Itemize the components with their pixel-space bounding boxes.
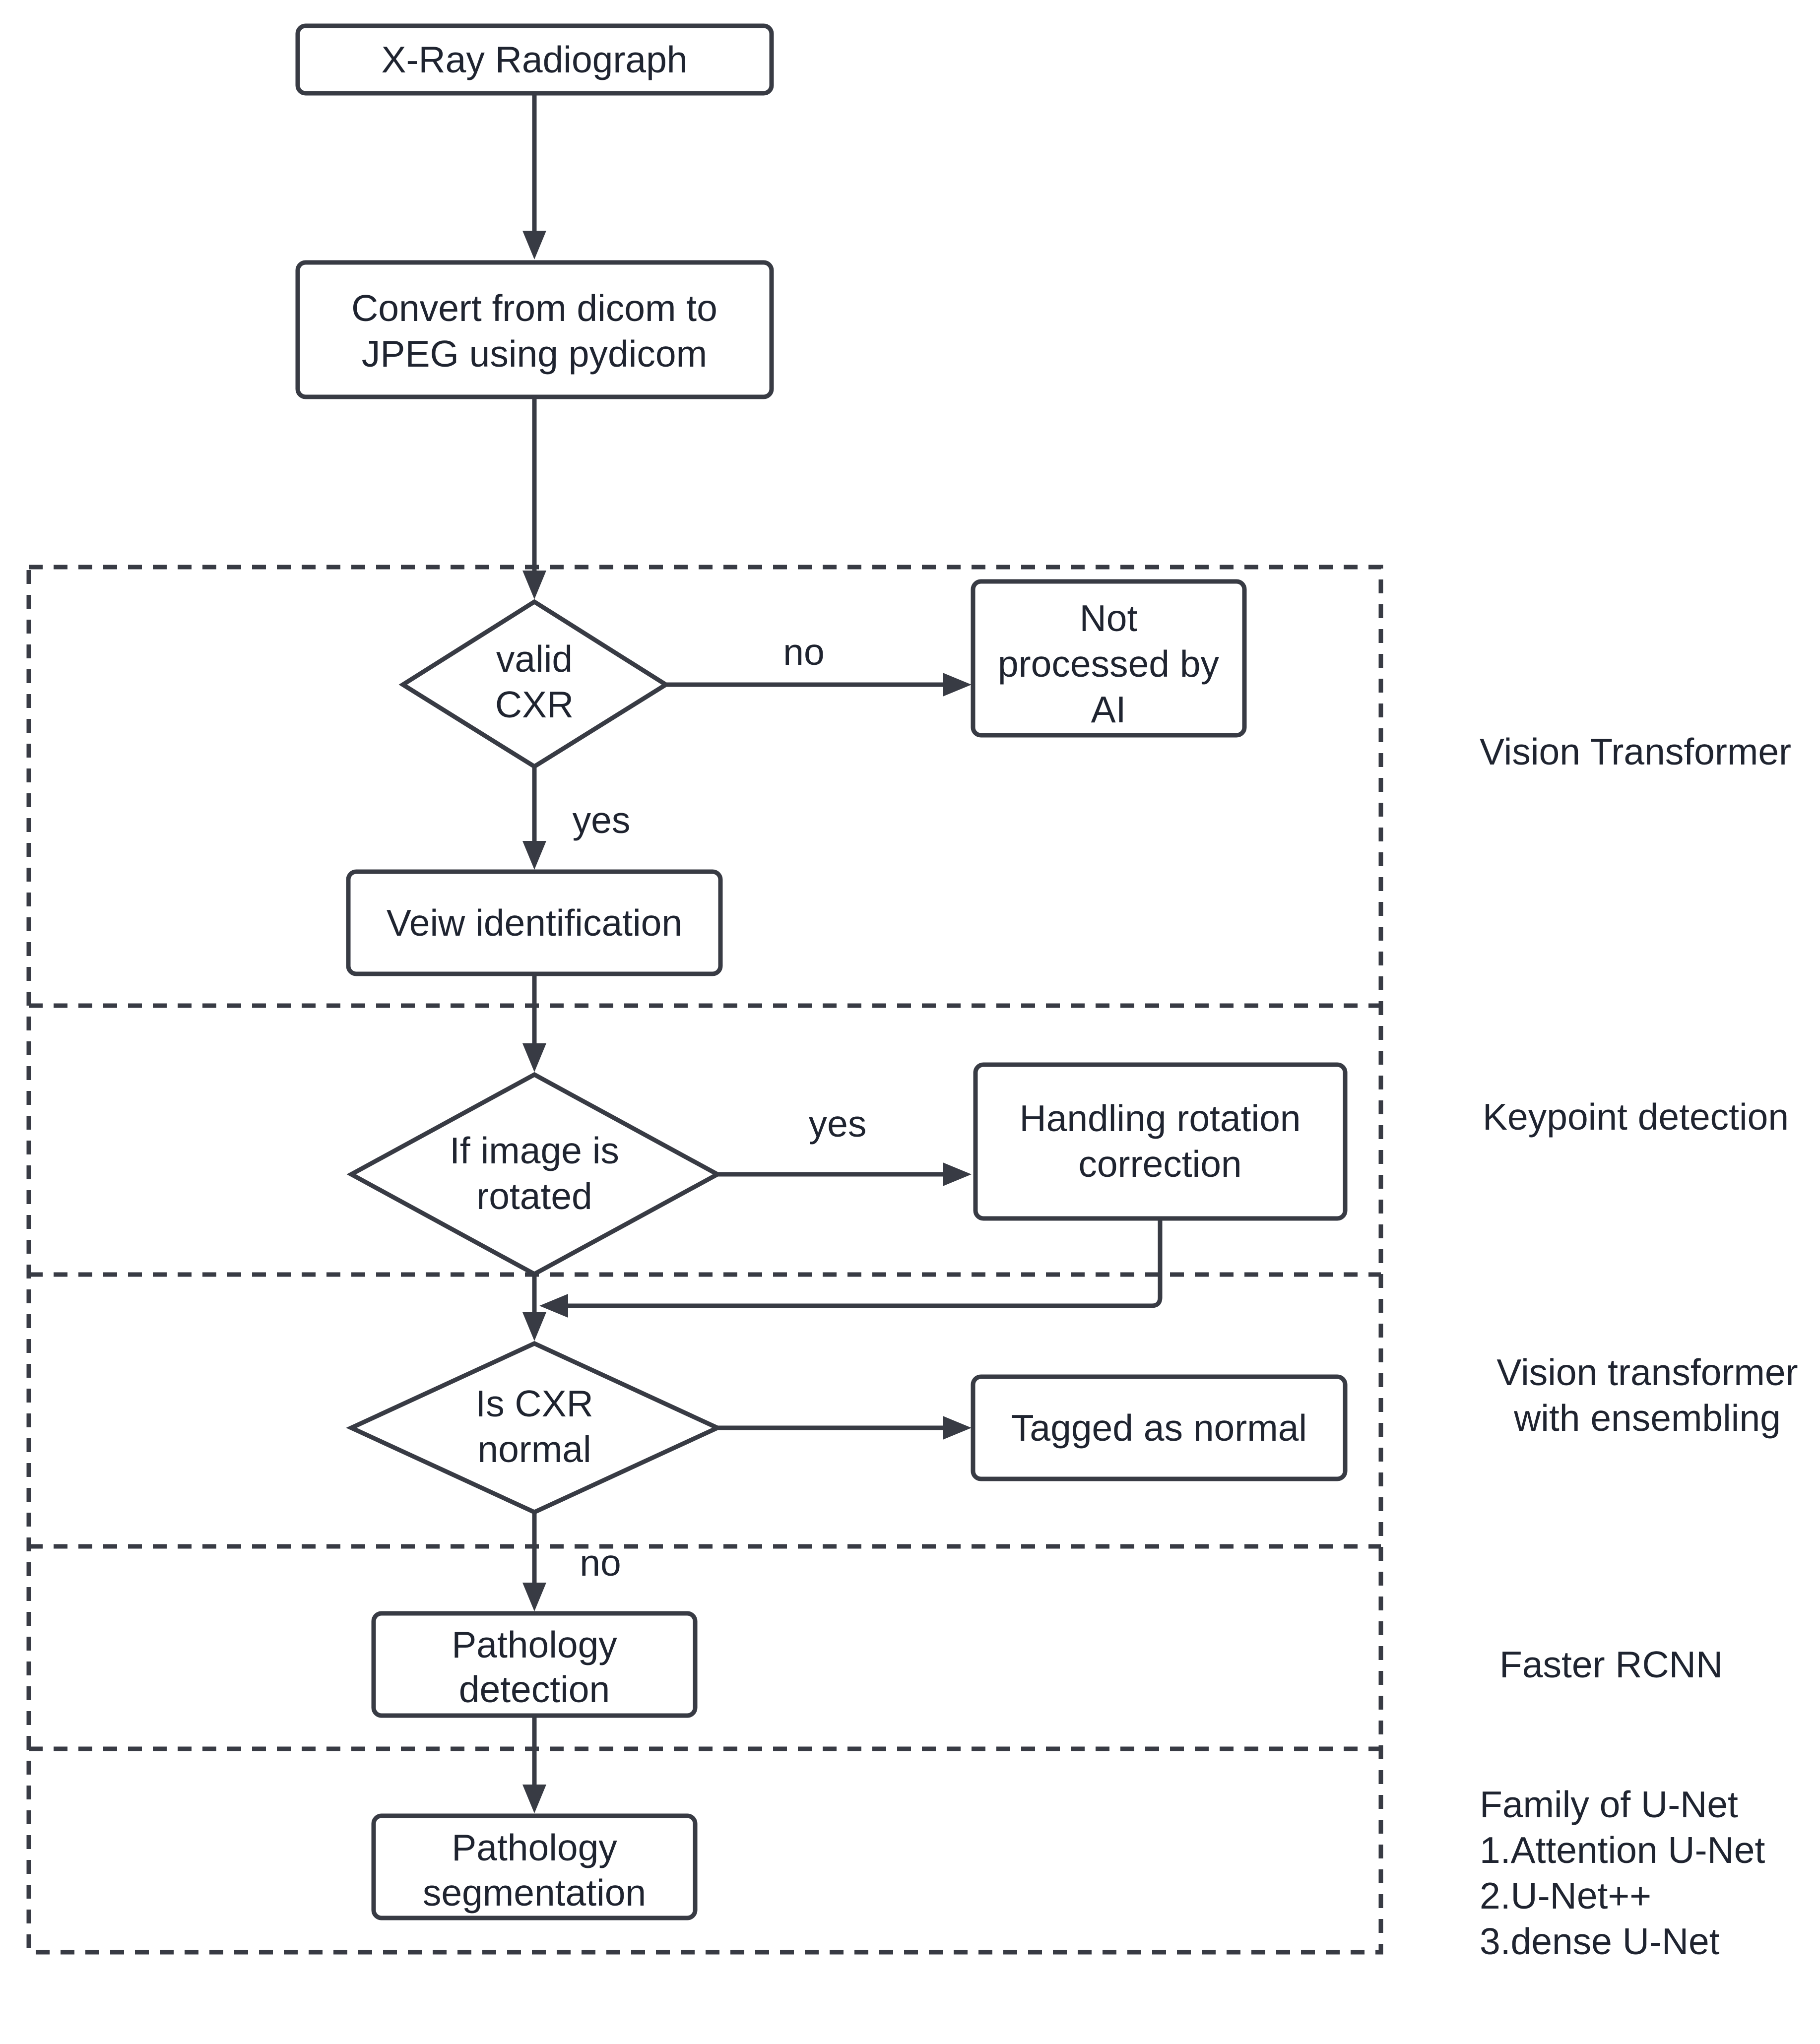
stage-boundaries bbox=[26, 565, 1383, 1955]
stage-label-vision-transformer-ensembling: with ensembling bbox=[1513, 1397, 1781, 1439]
tagged-normal-box bbox=[971, 1374, 1348, 1481]
arrow-head-icon bbox=[943, 673, 972, 697]
convert-dicom-label: JPEG using pydicom bbox=[362, 333, 707, 375]
stage-labels: Vision Transformer Keypoint detection Vi… bbox=[1480, 731, 1798, 1962]
edge-labels: no yes yes no bbox=[573, 631, 867, 1584]
arrow-head-icon bbox=[522, 841, 546, 870]
valid-cxr-label: CXR bbox=[495, 684, 574, 725]
is-normal-decision bbox=[346, 1341, 723, 1515]
nodes: X-Ray Radiograph Convert from dicom to J… bbox=[295, 23, 1348, 1920]
connectors bbox=[522, 93, 1163, 1813]
stage-label-unet-family: Family of U-Net bbox=[1480, 1784, 1738, 1825]
not-processed-label: processed by bbox=[998, 643, 1220, 685]
rotation-correction-box bbox=[973, 1062, 1348, 1221]
arrow-head-icon bbox=[943, 1162, 972, 1186]
valid-cxr-decision bbox=[398, 599, 670, 769]
is-normal-label: Is CXR bbox=[475, 1383, 593, 1424]
stage-label-unet-family: 3.dense U-Net bbox=[1480, 1920, 1720, 1962]
arrow-head-icon bbox=[522, 1785, 546, 1813]
rotation-correction-label: Handling rotation bbox=[1019, 1097, 1300, 1139]
if-rotated-label: If image is bbox=[450, 1130, 619, 1171]
view-identification-label: Veiw identification bbox=[387, 902, 682, 944]
pathology-detection-label: detection bbox=[459, 1668, 610, 1710]
arrow-head-icon bbox=[943, 1416, 972, 1440]
pathology-segmentation-box bbox=[371, 1813, 698, 1920]
stage-label-vision-transformer: Vision Transformer bbox=[1480, 731, 1791, 772]
stage-label-unet-family: 1.Attention U-Net bbox=[1480, 1829, 1765, 1871]
edge-label-normal-no: no bbox=[580, 1542, 621, 1584]
not-processed-label: AI bbox=[1091, 689, 1126, 730]
arrow-head-icon bbox=[522, 1043, 546, 1072]
rotation-correction-label: correction bbox=[1078, 1143, 1241, 1185]
edge-label-valid-no: no bbox=[783, 631, 824, 673]
stage-label-faster-rcnn: Faster RCNN bbox=[1499, 1644, 1723, 1685]
stage-region-border bbox=[26, 565, 1383, 1955]
pathology-detection-label: Pathology bbox=[452, 1624, 617, 1665]
arrow-head-icon bbox=[522, 1312, 546, 1341]
arrow-head-icon bbox=[522, 231, 546, 259]
stage-label-keypoint-detection: Keypoint detection bbox=[1483, 1096, 1789, 1138]
arrow-head-icon bbox=[539, 1294, 568, 1318]
tagged-normal-label: Tagged as normal bbox=[1011, 1407, 1307, 1449]
stage-label-unet-family: 2.U-Net++ bbox=[1480, 1875, 1651, 1916]
xray-radiograph-label: X-Ray Radiograph bbox=[382, 39, 688, 80]
arrow-head-icon bbox=[522, 1583, 546, 1611]
arrow-correction-return bbox=[568, 1220, 1163, 1308]
edge-label-rotated-yes: yes bbox=[809, 1103, 867, 1145]
if-rotated-decision bbox=[346, 1072, 722, 1277]
if-rotated-label: rotated bbox=[476, 1175, 592, 1217]
xray-radiograph-box bbox=[295, 23, 774, 96]
pathology-segmentation-label: Pathology bbox=[452, 1827, 617, 1868]
arrow-head-icon bbox=[522, 571, 546, 599]
not-processed-label: Not bbox=[1080, 597, 1138, 639]
pathology-segmentation-label: segmentation bbox=[423, 1872, 646, 1914]
not-processed-box bbox=[971, 579, 1247, 738]
view-identification-box bbox=[346, 869, 723, 976]
convert-dicom-box bbox=[295, 260, 774, 399]
pathology-detection-box bbox=[371, 1611, 698, 1718]
stage-label-vision-transformer-ensembling: Vision transformer bbox=[1496, 1351, 1798, 1393]
valid-cxr-label: valid bbox=[496, 638, 573, 680]
convert-dicom-label: Convert from dicom to bbox=[351, 287, 717, 329]
edge-label-valid-yes: yes bbox=[573, 799, 631, 841]
is-normal-label: normal bbox=[477, 1428, 591, 1470]
